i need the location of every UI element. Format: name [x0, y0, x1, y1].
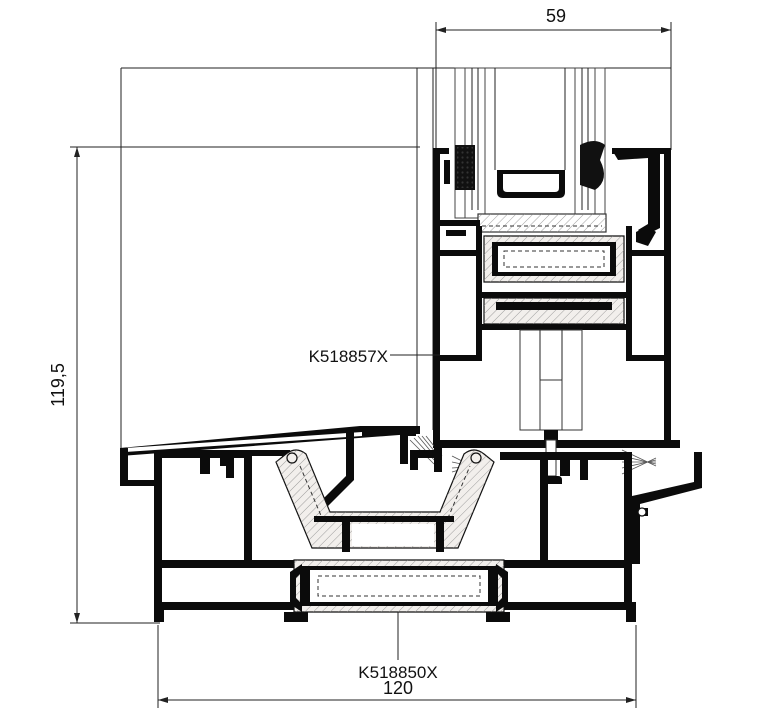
- sill-cover: [120, 426, 420, 486]
- frame-thermal-break: [290, 559, 508, 613]
- sash-roller: [519, 329, 583, 484]
- dimension-top: 59: [435, 6, 672, 150]
- sash-profile: [433, 148, 680, 448]
- dimension-height: 119,5: [48, 146, 420, 624]
- dimension-bottom: 120: [157, 625, 637, 708]
- frame-profile-label: K518850X: [358, 663, 437, 682]
- sash-profile-label: K518857X: [309, 347, 388, 366]
- dimension-height-label: 119,5: [48, 363, 68, 407]
- sash-thermal-break: [483, 235, 625, 325]
- frame-channel-insulation: [275, 449, 495, 552]
- screw-icon: [637, 507, 647, 517]
- frame-profile-callout: K518850X: [358, 612, 438, 682]
- dimension-bottom-label: 120: [383, 678, 413, 698]
- glazing-unit: [454, 67, 606, 219]
- dimension-top-label: 59: [546, 6, 566, 26]
- sash-profile-callout: K518857X: [309, 347, 440, 366]
- glazing-gasket-right: [580, 141, 605, 190]
- setting-block: [477, 213, 607, 233]
- frame-profile: [154, 430, 702, 622]
